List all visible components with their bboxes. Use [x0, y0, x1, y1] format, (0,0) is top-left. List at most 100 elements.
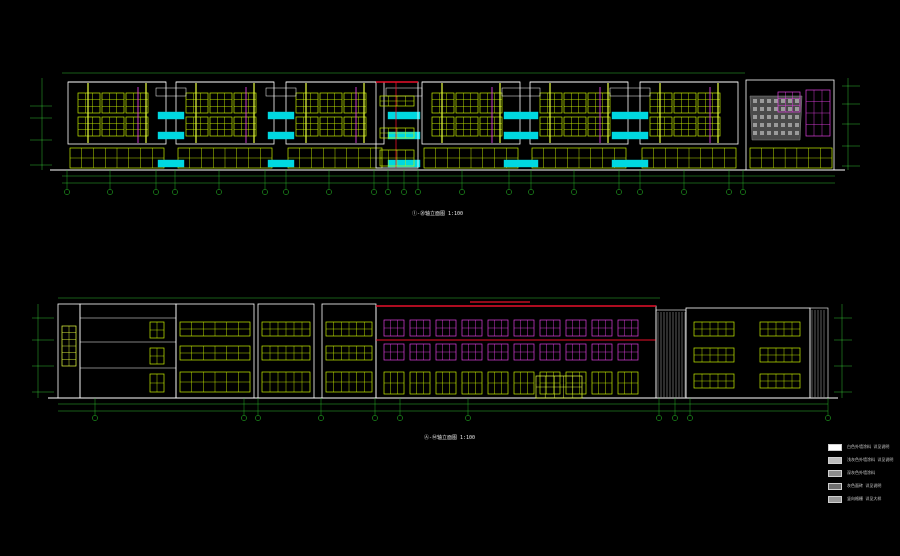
pattern-dot: [795, 131, 799, 135]
window-frame: [185, 116, 209, 137]
pattern-dot: [753, 131, 757, 135]
legend-label: 白色外墙涂料 详见说明: [847, 444, 890, 449]
pattern-dot: [788, 107, 792, 111]
axis-bubble: [241, 415, 247, 421]
window-frame: [697, 116, 721, 137]
window-frame: [563, 116, 587, 137]
axis-bubble: [262, 189, 268, 195]
window-frame: [539, 92, 563, 114]
window-frame: [125, 92, 149, 114]
axis-bubble: [64, 189, 70, 195]
window-frame: [77, 116, 101, 137]
cyan-panel: [387, 159, 421, 168]
pattern-dot: [767, 131, 771, 135]
axis-bubble: [672, 415, 678, 421]
cyan-panel: [267, 159, 295, 168]
window-frame: [431, 92, 455, 114]
connector: [155, 87, 187, 97]
pattern-dot: [774, 115, 778, 119]
pattern-dot: [760, 131, 764, 135]
axis-bubble: [107, 189, 113, 195]
top-elevation: [30, 72, 860, 195]
axis-bubble: [397, 415, 403, 421]
window-frame: [479, 116, 503, 137]
material-legend: 白色外墙涂料 详见说明 浅灰色外墙涂料 详见说明 深灰色外墙涂料 灰色面砖 详见…: [828, 443, 893, 508]
pattern-dot: [774, 107, 778, 111]
pattern-dot: [795, 115, 799, 119]
cyan-panel: [611, 111, 649, 120]
window-frame: [319, 116, 343, 137]
axis-bubble: [681, 189, 687, 195]
axis-bubble: [528, 189, 534, 195]
pattern-dot: [753, 123, 757, 127]
cyan-panel: [611, 159, 649, 168]
axis-bubble: [172, 189, 178, 195]
legend-swatch: [828, 470, 842, 477]
window-frame: [431, 116, 455, 137]
cyan-panel: [267, 131, 295, 140]
pattern-dot: [774, 99, 778, 103]
window-frame: [185, 92, 209, 114]
window-frame: [343, 116, 367, 137]
axis-bubble: [506, 189, 512, 195]
pattern-dot: [795, 123, 799, 127]
pattern-dot: [788, 131, 792, 135]
grille-block: [809, 307, 829, 399]
window-frame: [343, 92, 367, 114]
legend-item: 白色外墙涂料 详见说明: [828, 443, 892, 454]
pattern-dot: [781, 107, 785, 111]
window-frame: [455, 116, 479, 137]
window-frame: [479, 92, 503, 114]
axis-bubble: [318, 415, 324, 421]
pattern-dot: [760, 99, 764, 103]
window-frame: [77, 92, 101, 114]
window-frame: [233, 116, 257, 137]
pattern-dot: [760, 115, 764, 119]
pattern-dot: [795, 99, 799, 103]
axis-bubble: [687, 415, 693, 421]
axis-bubble: [740, 189, 746, 195]
axis-bubble: [825, 415, 831, 421]
cyan-panel: [503, 159, 539, 168]
window-frame: [101, 116, 125, 137]
pattern-dot: [753, 99, 757, 103]
class-block: [175, 303, 255, 399]
pattern-dot: [767, 99, 771, 103]
legend-swatch: [828, 444, 842, 451]
pattern-dot: [788, 115, 792, 119]
legend-swatch: [828, 483, 842, 490]
window-frame: [209, 116, 233, 137]
window-frame: [539, 116, 563, 137]
pattern-dot: [795, 107, 799, 111]
axis-bubble: [153, 189, 159, 195]
window-frame: [319, 92, 343, 114]
pattern-dot: [753, 115, 757, 119]
end-block: [745, 79, 835, 171]
window-frame: [587, 92, 611, 114]
pattern-dot: [788, 99, 792, 103]
window-frame: [649, 116, 673, 137]
legend-item: 深灰色外墙涂料: [828, 469, 892, 480]
legend-item: 竖向格栅 详见大样: [828, 495, 892, 506]
cyan-panel: [157, 131, 185, 140]
window-frame: [673, 116, 697, 137]
axis-bubble: [326, 189, 332, 195]
pattern-dot: [774, 123, 778, 127]
cyan-panel: [503, 131, 539, 140]
pattern-dot: [781, 123, 785, 127]
connector: [385, 87, 423, 97]
window-frame: [649, 92, 673, 114]
axis-bubble: [656, 415, 662, 421]
axis-bubble: [401, 189, 407, 195]
axis-bubble: [465, 415, 471, 421]
window-frame: [295, 116, 319, 137]
axis-bubble: [372, 415, 378, 421]
axis-bubble: [216, 189, 222, 195]
cyan-panel: [387, 111, 421, 120]
right-wing: [685, 307, 811, 399]
window-frame: [233, 92, 257, 114]
legend-label: 灰色面砖 详见说明: [847, 483, 882, 488]
top-elevation-title: ①-⑳轴立面图 1:100: [412, 211, 464, 217]
cyan-panel: [267, 111, 295, 120]
